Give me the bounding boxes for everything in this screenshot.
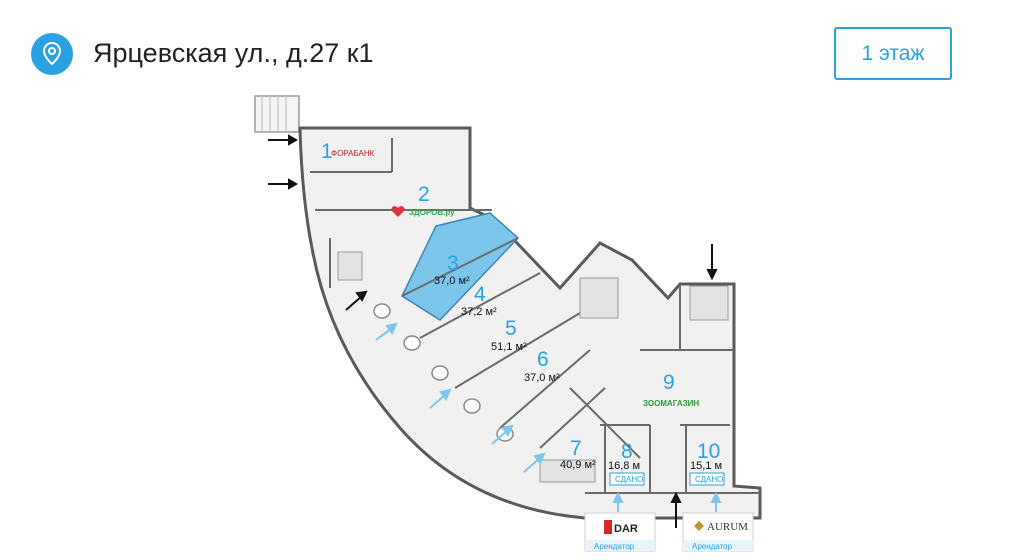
unit-6-number: 6	[537, 348, 549, 371]
rented-tag-8-text: СДАНО	[615, 475, 643, 484]
tenant-caption-dar: Арендатор	[594, 542, 635, 551]
zdorov-heart-icon	[391, 206, 405, 217]
utility-rooms	[337, 251, 729, 483]
forabank-label: ФОРАБАНК	[331, 149, 375, 158]
tenant-caption-aurum: Арендатор	[692, 542, 733, 551]
unit-9-number: 9	[663, 371, 675, 394]
partitions	[310, 138, 760, 494]
flow-arrows	[375, 322, 722, 512]
rented-tag-10-text: СДАНО	[695, 475, 723, 484]
tenant-caption-bg-aurum	[683, 540, 753, 551]
zoo-label: ЗООМАГАЗИН	[643, 399, 699, 408]
unit-1-number: 1	[321, 140, 333, 163]
unit-5-number: 5	[505, 317, 517, 340]
unit-5-area: 51,1 м²	[491, 341, 527, 353]
rented-tag-8	[609, 472, 645, 486]
entrance-arrows	[268, 134, 718, 528]
unit-7-number: 7	[570, 437, 582, 460]
unit-3-area: 37,0 м²	[434, 275, 470, 287]
unit-2-number: 2	[418, 183, 430, 206]
location-pin-icon	[31, 33, 73, 75]
dar-logo-icon	[604, 520, 612, 534]
unit-8-area: 16,8 м	[608, 460, 640, 472]
address-title: Ярцевская ул., д.27 к1	[93, 38, 374, 68]
unit-4-area: 37,2 м²	[461, 306, 497, 318]
unit-10-number: 10	[697, 440, 720, 463]
unit-4-number: 4	[474, 283, 486, 306]
unit-3-number[interactable]: 3	[447, 252, 459, 275]
aurum-logo-icon	[694, 521, 704, 531]
floor-selector-button[interactable]: 1 этаж	[834, 27, 952, 80]
building-outline	[298, 126, 762, 520]
aurum-label: AURUM	[707, 521, 748, 533]
floor-plan: 1 2 3 37,0 м² 4 37,2 м² 5 51,1 м² 6 37,0…	[254, 95, 762, 552]
tenant-caption-bg-dar	[585, 540, 655, 551]
unit-10-area: 15,1 м	[690, 460, 722, 472]
dar-label: DAR	[614, 523, 638, 535]
rented-tag-10	[689, 472, 725, 486]
zdorov-label: ЗДОРОВ.ру	[409, 208, 455, 217]
unit-6-area: 37,0 м²	[524, 372, 560, 384]
unit-7-area: 40,9 м²	[560, 459, 596, 471]
unit-8-number: 8	[621, 440, 633, 463]
